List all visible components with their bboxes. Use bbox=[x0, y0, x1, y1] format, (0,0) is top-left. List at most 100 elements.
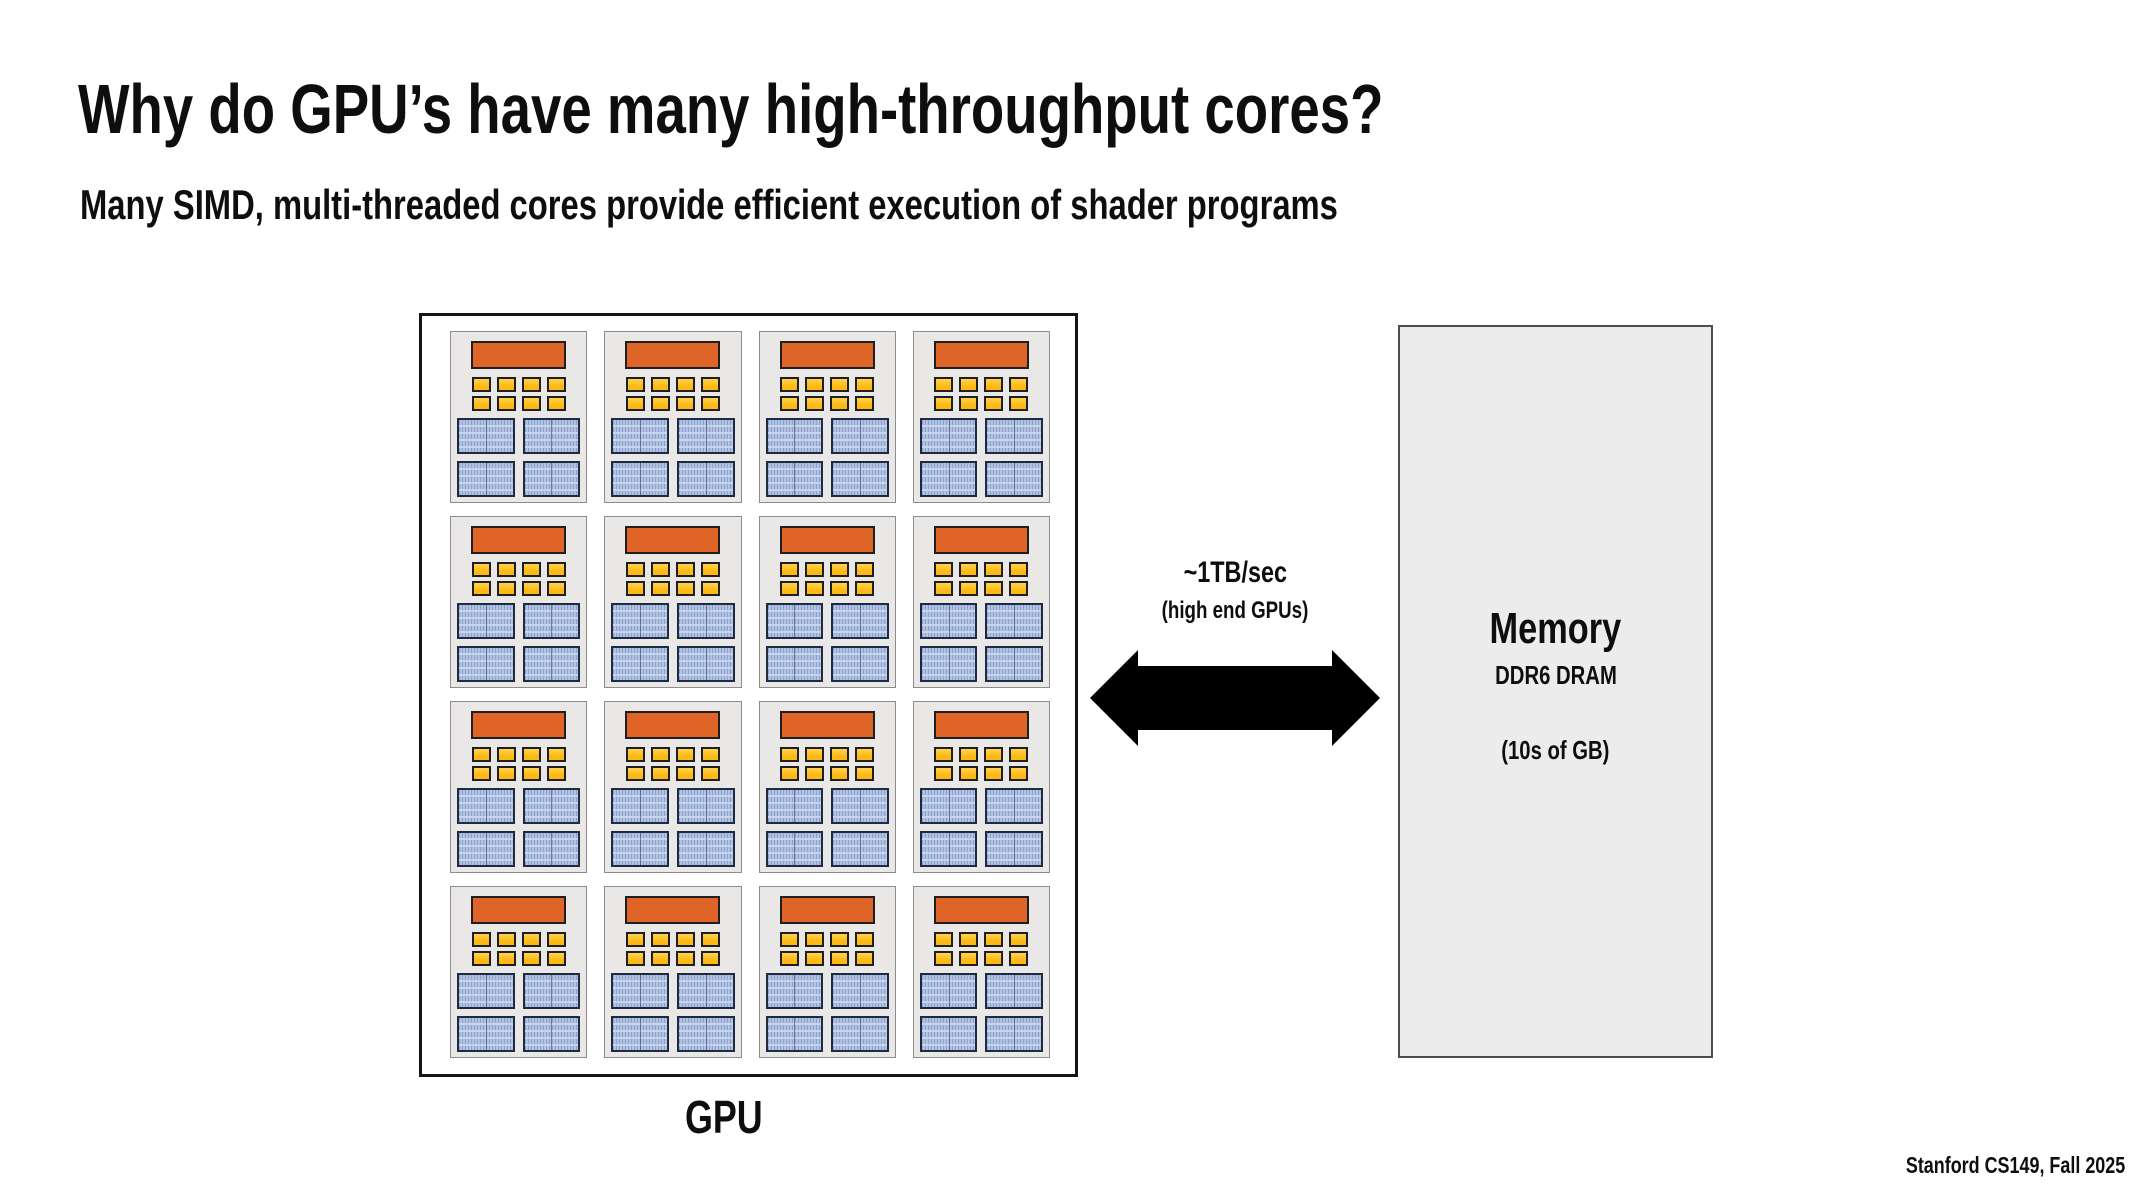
alu-unit bbox=[830, 562, 850, 577]
execution-context-block bbox=[985, 973, 1043, 1009]
alu-unit bbox=[934, 562, 954, 577]
gpu-core bbox=[758, 886, 896, 1058]
execution-context-block bbox=[676, 831, 735, 867]
alu-unit bbox=[650, 581, 670, 596]
gpu-core bbox=[604, 516, 742, 688]
execution-context-block bbox=[457, 603, 515, 639]
alu-unit bbox=[1009, 951, 1029, 966]
gpu-core bbox=[450, 701, 588, 873]
execution-context-block bbox=[831, 603, 889, 639]
execution-context-block bbox=[611, 461, 669, 497]
alu-unit bbox=[546, 396, 566, 411]
alu-unit bbox=[984, 396, 1004, 411]
bandwidth-value: ~1TB/sec bbox=[1183, 556, 1287, 589]
execution-context-block bbox=[919, 1016, 978, 1052]
execution-context-block bbox=[676, 418, 735, 454]
gpu-core bbox=[758, 516, 896, 688]
alu-unit bbox=[959, 581, 979, 596]
alu-unit bbox=[830, 747, 850, 762]
execution-context-block bbox=[765, 831, 824, 867]
fetch-decode-block bbox=[625, 341, 721, 369]
alu-unit bbox=[1009, 562, 1029, 577]
slide-subtitle-text: Many SIMD, multi-threaded cores provide … bbox=[80, 180, 1338, 228]
alu-unit bbox=[830, 932, 850, 947]
execution-context-block bbox=[985, 646, 1043, 682]
context-grid bbox=[611, 418, 735, 497]
context-grid bbox=[457, 973, 581, 1052]
gpu-core-grid bbox=[422, 316, 1075, 1074]
context-grid bbox=[457, 418, 581, 497]
execution-context-block bbox=[522, 788, 581, 824]
alu-grid bbox=[934, 932, 1029, 966]
alu-grid bbox=[625, 932, 720, 966]
alu-unit bbox=[1009, 766, 1029, 781]
execution-context-block bbox=[522, 646, 581, 682]
fetch-decode-block bbox=[471, 526, 567, 554]
execution-context-block bbox=[676, 603, 735, 639]
alu-unit bbox=[675, 932, 695, 947]
alu-unit bbox=[625, 396, 645, 411]
execution-context-block bbox=[676, 646, 735, 682]
execution-context-block bbox=[611, 646, 669, 682]
gpu-core bbox=[450, 886, 588, 1058]
execution-context-block bbox=[831, 646, 889, 682]
context-grid bbox=[611, 603, 735, 682]
alu-unit bbox=[625, 951, 645, 966]
execution-context-block bbox=[985, 461, 1043, 497]
alu-grid bbox=[625, 377, 720, 411]
alu-unit bbox=[830, 766, 850, 781]
context-grid bbox=[765, 973, 889, 1052]
context-grid bbox=[919, 418, 1043, 497]
alu-unit bbox=[675, 581, 695, 596]
context-grid bbox=[919, 788, 1043, 867]
execution-context-block bbox=[457, 788, 515, 824]
alu-unit bbox=[700, 396, 720, 411]
alu-grid bbox=[780, 562, 875, 596]
alu-unit bbox=[1009, 377, 1029, 392]
alu-grid bbox=[471, 562, 566, 596]
alu-unit bbox=[625, 766, 645, 781]
alu-unit bbox=[496, 932, 516, 947]
execution-context-block bbox=[457, 973, 515, 1009]
gpu-core bbox=[604, 701, 742, 873]
alu-unit bbox=[546, 377, 566, 392]
alu-unit bbox=[496, 951, 516, 966]
execution-context-block bbox=[611, 831, 669, 867]
execution-context-block bbox=[765, 1016, 824, 1052]
alu-unit bbox=[984, 562, 1004, 577]
gpu-core bbox=[604, 886, 742, 1058]
alu-grid bbox=[471, 377, 566, 411]
alu-unit bbox=[855, 951, 875, 966]
alu-unit bbox=[855, 747, 875, 762]
alu-unit bbox=[650, 932, 670, 947]
alu-unit bbox=[780, 377, 800, 392]
alu-unit bbox=[471, 562, 491, 577]
fetch-decode-block bbox=[471, 711, 567, 739]
execution-context-block bbox=[985, 1016, 1043, 1052]
alu-unit bbox=[984, 377, 1004, 392]
alu-unit bbox=[855, 766, 875, 781]
alu-unit bbox=[934, 747, 954, 762]
alu-grid bbox=[780, 932, 875, 966]
alu-unit bbox=[471, 747, 491, 762]
alu-unit bbox=[650, 377, 670, 392]
alu-unit bbox=[700, 562, 720, 577]
alu-unit bbox=[625, 377, 645, 392]
execution-context-block bbox=[831, 788, 889, 824]
execution-context-block bbox=[522, 973, 581, 1009]
gpu-core bbox=[758, 331, 896, 503]
alu-unit bbox=[805, 562, 825, 577]
alu-unit bbox=[546, 562, 566, 577]
execution-context-block bbox=[919, 646, 978, 682]
execution-context-block bbox=[611, 973, 669, 1009]
alu-unit bbox=[471, 396, 491, 411]
slide-subtitle: Many SIMD, multi-threaded cores provide … bbox=[80, 181, 1693, 229]
alu-unit bbox=[650, 766, 670, 781]
alu-unit bbox=[471, 377, 491, 392]
alu-unit bbox=[959, 766, 979, 781]
alu-unit bbox=[805, 377, 825, 392]
alu-unit bbox=[934, 932, 954, 947]
execution-context-block bbox=[919, 788, 978, 824]
gpu-core bbox=[450, 516, 588, 688]
alu-unit bbox=[780, 396, 800, 411]
